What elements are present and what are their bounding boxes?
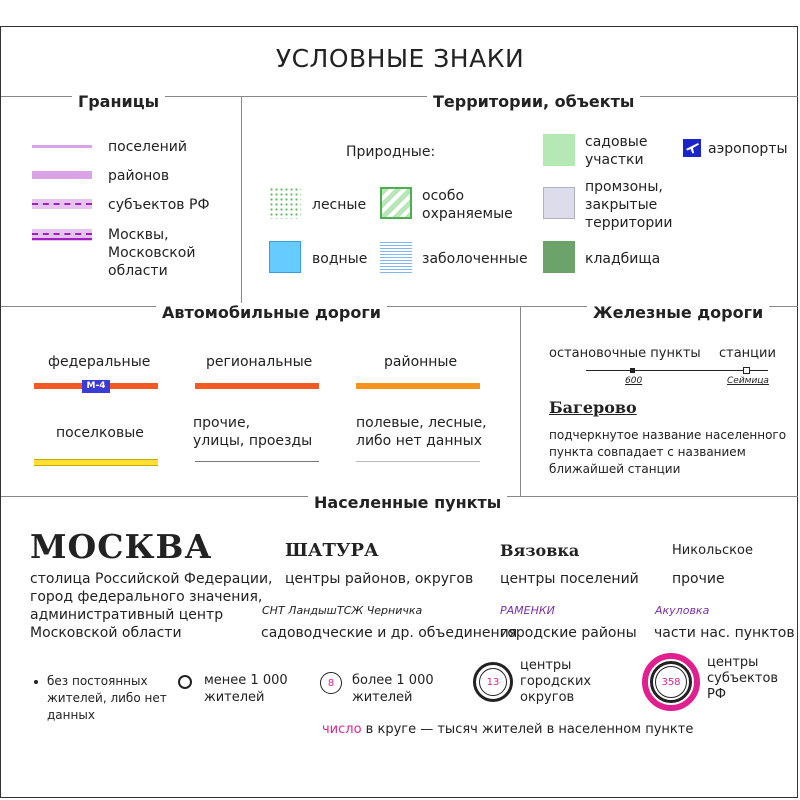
swamp-label: заболоченные: [422, 251, 528, 267]
divider-borders: [241, 96, 242, 306]
other-road-line: [195, 461, 319, 462]
snt-example-2: ТСЖ Черничка: [337, 604, 423, 617]
protected-swatch: [380, 187, 412, 219]
ramenki-desc: городские районы: [500, 625, 637, 641]
rail-stop-marker: [630, 368, 635, 373]
pop-big-label: более 1 000 жителей: [352, 673, 434, 705]
subject-center-number: 358: [661, 676, 681, 688]
cemetery-swatch: [543, 241, 575, 273]
border-district-line: [32, 171, 92, 179]
moscow-example: МОСКВА: [30, 527, 213, 566]
population-note: число в круге — тысяч жителей в населенн…: [322, 722, 693, 737]
shatura-example: ШАТУРА: [285, 540, 379, 561]
subject-center-marker: 358: [642, 653, 700, 711]
forest-swatch: [269, 187, 301, 219]
border-moscow-label: Москвы, Московской области: [108, 227, 196, 279]
rail-line: [586, 370, 768, 371]
ramenki-example: РАМЕНКИ: [500, 604, 555, 617]
village-label: поселковые: [56, 425, 144, 441]
snt-example-1: СНТ Ландыш: [262, 604, 337, 617]
rail-station-marker: [743, 367, 750, 374]
water-swatch: [269, 241, 301, 273]
protected-label: особо охраняемые: [422, 188, 513, 222]
moscow-desc: столица Российской Федерации, город феде…: [30, 571, 273, 641]
city-district-label: центры городских округов: [520, 658, 592, 705]
page-title: УСЛОВНЫЕ ЗНАКИ: [275, 44, 525, 73]
district-road-line: [356, 383, 480, 389]
underlined-name-desc: подчеркнутое название населенного пункта…: [549, 428, 787, 476]
rail-stations-label: станции: [719, 346, 776, 361]
border-moscow-line: [32, 229, 92, 241]
regional-road-line: [195, 383, 319, 389]
rail-heading: Железные дороги: [587, 303, 770, 322]
village-road-line: [34, 459, 158, 466]
rail-stops-label: остановочные пункты: [549, 346, 701, 361]
district-label: районные: [384, 354, 458, 370]
federal-label: федеральные: [48, 354, 151, 370]
rail-stop-example: 600: [625, 376, 643, 386]
divider-top: [1, 96, 798, 97]
regional-label: региональные: [206, 354, 313, 370]
borders-heading: Границы: [72, 92, 166, 111]
airport-label: аэропорты: [708, 141, 788, 157]
underlined-name-example: Багерово: [549, 398, 637, 417]
water-label: водные: [312, 251, 368, 267]
natural-label: Природные:: [346, 144, 436, 160]
cemetery-label: кладбища: [585, 251, 661, 267]
divider-rail: [520, 306, 521, 496]
pop-small-marker: [178, 675, 192, 689]
city-district-marker: 13: [473, 662, 513, 702]
border-settlement-label: поселений: [108, 139, 187, 155]
border-subject-label: субъектов РФ: [108, 197, 210, 213]
population-note-rest: в круге — тысяч жителей в населенном пун…: [361, 722, 694, 737]
border-district-label: районов: [108, 168, 170, 184]
city-district-number: 13: [486, 676, 500, 688]
nikolskoe-desc: прочие: [672, 571, 725, 587]
roads-heading: Автомобильные дороги: [156, 303, 387, 322]
gardens-swatch: [543, 134, 575, 166]
nikolskoe-example: Никольское: [672, 543, 753, 558]
pop-none-marker: [34, 680, 38, 684]
akulovka-desc: части нас. пунктов: [654, 625, 795, 641]
population-note-word: число: [322, 722, 362, 737]
industrial-label: промзоны, закрытые территории: [585, 179, 673, 231]
territories-heading: Территории, объекты: [427, 92, 641, 111]
forest-label: лесные: [312, 197, 367, 213]
settlements-heading: Населенные пункты: [308, 493, 508, 512]
federal-road-badge: М-4: [82, 380, 110, 393]
vyazovka-desc: центры поселений: [500, 571, 639, 587]
subject-center-label: центры субъектов РФ: [707, 655, 779, 702]
legend-frame: [0, 26, 798, 798]
border-subject-line: [32, 199, 92, 209]
vyazovka-example: Вязовка: [500, 541, 580, 560]
pop-big-marker: 8: [320, 672, 342, 694]
snt-desc: садоводческие и др. объединения: [261, 625, 518, 641]
rail-station-example: Сеймица: [727, 376, 769, 386]
divider-mid: [1, 306, 798, 307]
airport-icon: [683, 139, 701, 157]
field-road-line: [356, 461, 480, 462]
swamp-swatch: [380, 241, 412, 273]
pop-small-label: менее 1 000 жителей: [204, 673, 288, 705]
industrial-swatch: [543, 187, 575, 219]
border-settlement-line: [32, 145, 92, 148]
gardens-label: садовые участки: [585, 134, 648, 168]
akulovka-example: Акуловка: [655, 604, 710, 617]
pop-none-label: без постоянных жителей, либо нет данных: [47, 674, 167, 722]
shatura-desc: центры районов, округов: [285, 571, 474, 587]
pop-big-number: 8: [327, 677, 335, 689]
field-road-label: полевые, лесные, либо нет данных: [356, 415, 487, 449]
other-road-label: прочие, улицы, проезды: [193, 415, 313, 449]
